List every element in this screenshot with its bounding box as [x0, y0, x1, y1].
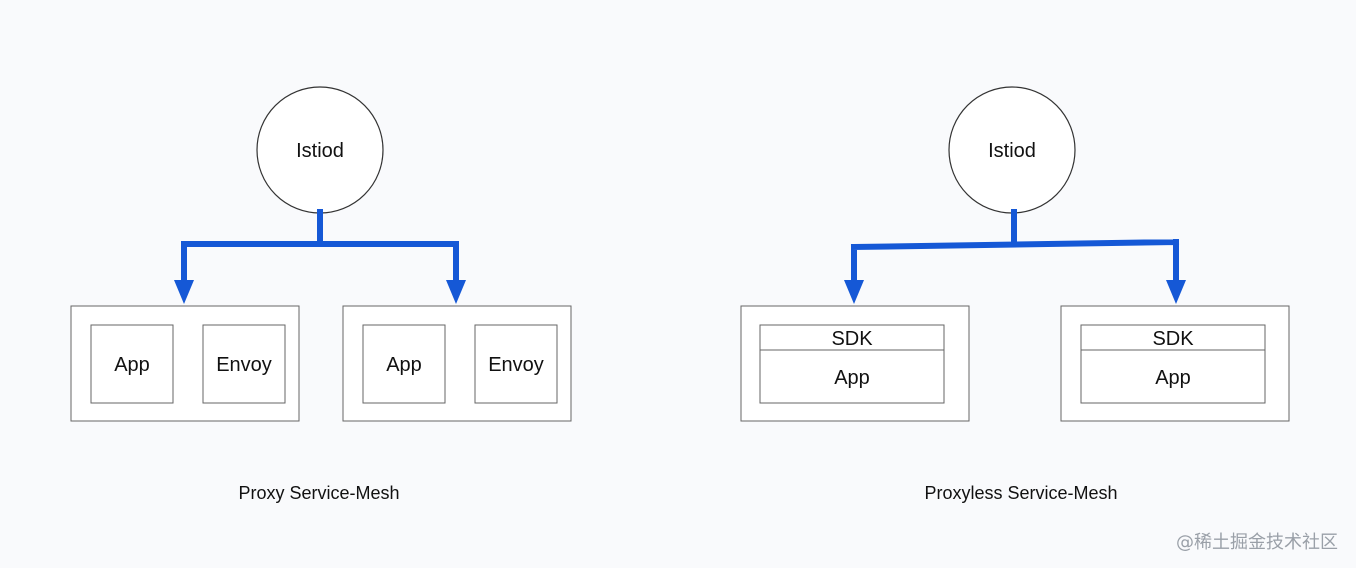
app-label: App [834, 367, 870, 389]
arrow-to-pod-2 [446, 280, 466, 304]
sdk-label: SDK [1152, 328, 1194, 350]
app-label: App [1155, 367, 1191, 389]
envoy-label: Envoy [488, 354, 544, 376]
envoy-box [202, 324, 286, 404]
arrow-to-pod-3 [844, 280, 864, 304]
istiod-label-proxyless: Istiod [988, 140, 1036, 162]
envoy-box [474, 324, 558, 404]
proxyless-connector-lines [850, 209, 1180, 287]
arrow-to-pod-4 [1166, 280, 1186, 304]
envoy-label: Envoy [216, 354, 272, 376]
watermark-text: @稀土掘金技术社区 [1176, 532, 1338, 553]
proxy-mesh-group: Istiod App Envoy App Envoy Proxy Service… [70, 86, 572, 503]
app-label: App [386, 354, 422, 376]
arrow-to-pod-1 [174, 280, 194, 304]
proxy-connector-lines [181, 209, 459, 287]
proxy-mesh-caption: Proxy Service-Mesh [238, 483, 399, 503]
app-box [362, 324, 446, 404]
sdk-app-box [1080, 324, 1266, 404]
app-label: App [114, 354, 150, 376]
app-box [90, 324, 174, 404]
proxyless-mesh-caption: Proxyless Service-Mesh [924, 483, 1117, 503]
sdk-label: SDK [831, 328, 873, 350]
proxyless-mesh-group: Istiod SDK App SDK App Proxyless Service… [740, 86, 1290, 503]
istiod-label-proxy: Istiod [296, 140, 344, 162]
sdk-app-box [759, 324, 945, 404]
